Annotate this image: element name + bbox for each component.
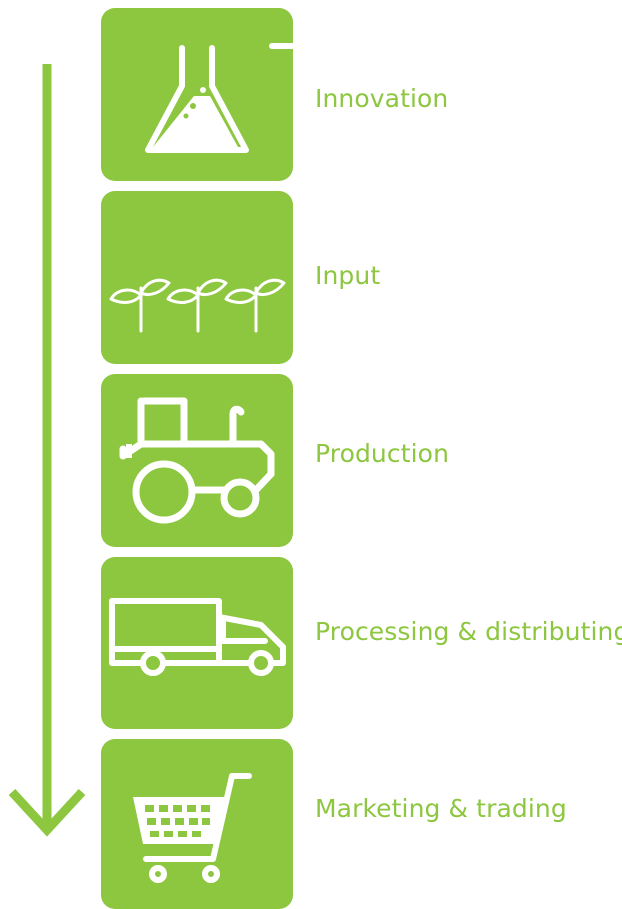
stage-tile-marketing [101, 739, 293, 909]
stage-label-production: Production [315, 439, 450, 468]
stage-label-processing: Processing & distributing [315, 617, 622, 646]
truck-icon [109, 598, 286, 676]
stage-tile-innovation [101, 8, 293, 181]
stage-label-input: Input [315, 261, 381, 290]
stage-tile-production [101, 374, 293, 547]
flask-icon [145, 43, 293, 153]
seedlings-icon [109, 278, 286, 333]
stage-tile-input [101, 191, 293, 364]
flow-down-arrow-icon [8, 64, 86, 837]
tractor-icon [119, 397, 275, 524]
stage-label-marketing: Marketing & trading [315, 794, 567, 823]
stage-tile-processing [101, 557, 293, 729]
stage-label-innovation: Innovation [315, 84, 449, 113]
shopping-cart-icon [133, 773, 252, 883]
